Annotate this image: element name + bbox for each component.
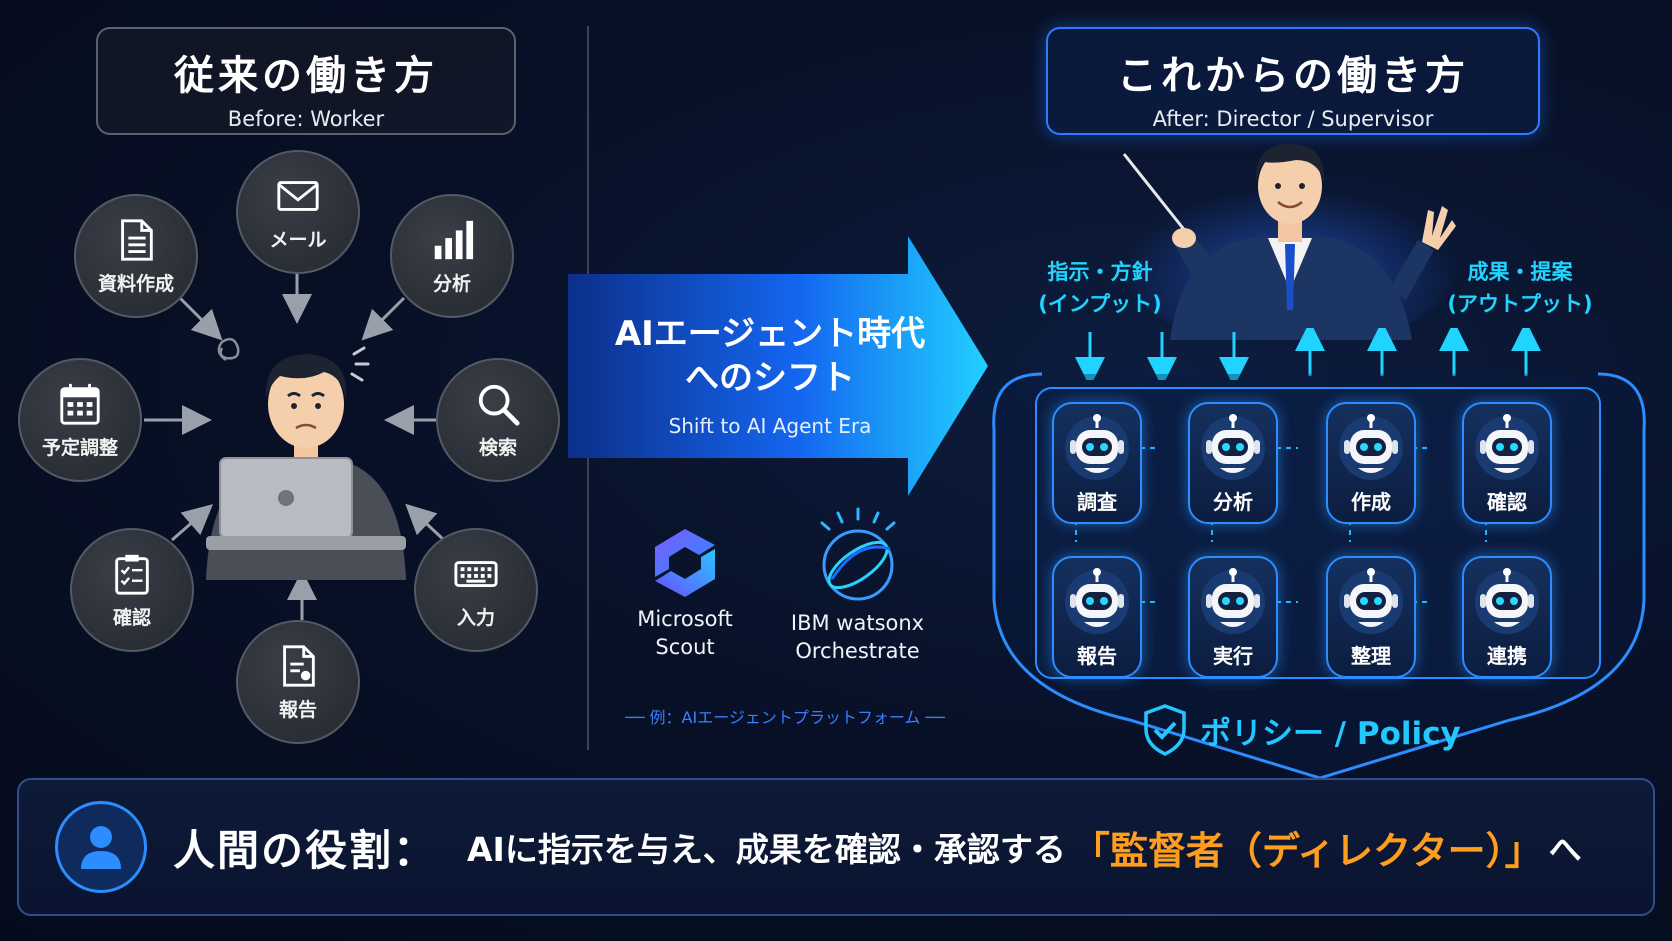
agent-coordinate: 連携 [1462, 556, 1552, 678]
input-label: 指示・方針 (インプット) [1020, 256, 1180, 320]
microsoft-scout-logo: Microsoft Scout [625, 525, 745, 661]
task-label: 報告 [278, 698, 317, 721]
director-illustration [1120, 144, 1460, 340]
agent-label: 確認 [1487, 490, 1527, 514]
task-arrows [144, 272, 446, 620]
task-document: 資料作成 [74, 194, 198, 318]
task-label: 確認 [112, 606, 151, 629]
calendar-icon [60, 383, 100, 425]
before-subtitle: Before: Worker [227, 107, 385, 131]
agent-execute: 実行 [1188, 556, 1278, 678]
envelope-icon [277, 180, 319, 211]
robot-icon [1065, 568, 1129, 634]
agent-label: 調査 [1077, 490, 1117, 514]
agent-analysis: 分析 [1188, 402, 1278, 524]
after-title: これからの働き方 [1117, 53, 1469, 99]
agent-label: 整理 [1351, 644, 1391, 668]
ibm-watsonx-logo: IBM watsonx Orchestrate [780, 505, 935, 665]
role-ending: へ [1548, 830, 1582, 869]
task-input: 入力 [414, 528, 538, 652]
robot-icon [1339, 568, 1403, 634]
task-label: 資料作成 [97, 272, 174, 295]
shift-text-block: AIエージェント時代 へのシフト Shift to AI Agent Era [600, 312, 940, 438]
task-label: 入力 [456, 606, 495, 629]
agent-organize: 整理 [1326, 556, 1416, 678]
task-label: 予定調整 [41, 436, 118, 459]
input-label-line1: 指示・方針 [1047, 260, 1153, 284]
agent-label: 連携 [1487, 644, 1527, 668]
robot-icon [1201, 568, 1265, 634]
ibm-name-line2: Orchestrate [795, 639, 920, 663]
output-label-line2: (アウトプット) [1447, 292, 1593, 316]
shift-title-line1: AIエージェント時代 [614, 314, 926, 354]
role-highlight: 「監督者（ディレクター）」 [1071, 828, 1543, 873]
document-icon [121, 218, 153, 261]
agent-verify: 確認 [1462, 402, 1552, 524]
policy-text: ポリシー / Policy [1200, 715, 1461, 752]
checklist-icon [115, 554, 149, 595]
shield-check-icon [1144, 704, 1186, 756]
platform-example-note: ── 例：AIエージェントプラットフォーム ── [625, 708, 945, 727]
report-icon [283, 644, 315, 687]
shift-title-line2: へのシフト [685, 358, 855, 398]
agent-research: 調査 [1052, 402, 1142, 524]
keyboard-icon [454, 560, 498, 587]
microsoft-name-line2: Scout [655, 635, 715, 659]
before-title: 従来の働き方 [174, 53, 438, 99]
agent-label: 分析 [1213, 490, 1253, 514]
bar-chart-icon [434, 220, 474, 259]
magnifier-icon [478, 384, 520, 426]
io-arrows [1075, 328, 1541, 380]
agent-label: 報告 [1077, 644, 1117, 668]
after-title-box: これからの働き方 After: Director / Supervisor [1046, 27, 1540, 135]
ibm-watson-globe-icon [820, 507, 895, 601]
task-check: 確認 [70, 528, 194, 652]
ibm-name-line1: IBM watsonx [790, 611, 925, 635]
robot-icon [1065, 414, 1129, 480]
task-label: 分析 [432, 272, 471, 295]
agent-label: 作成 [1351, 490, 1391, 514]
task-mail: メール [236, 150, 360, 274]
before-title-box: 従来の働き方 Before: Worker [96, 27, 516, 135]
agent-label: 実行 [1213, 644, 1253, 668]
stressed-worker-illustration [206, 337, 406, 580]
input-label-line2: (インプット) [1038, 292, 1162, 316]
output-label-line1: 成果・提案 [1467, 260, 1573, 284]
microsoft-scout-icon [655, 529, 715, 597]
robot-icon [1475, 414, 1539, 480]
after-subtitle: After: Director / Supervisor [1152, 107, 1434, 131]
output-label: 成果・提案 (アウトプット) [1440, 256, 1600, 320]
agent-report: 報告 [1052, 556, 1142, 678]
robot-icon [1201, 414, 1265, 480]
microsoft-name-line1: Microsoft [637, 607, 733, 631]
task-label: 検索 [478, 436, 517, 459]
agent-create: 作成 [1326, 402, 1416, 524]
shift-subtitle: Shift to AI Agent Era [668, 414, 872, 438]
person-icon [55, 801, 147, 893]
role-heading: 人間の役割： [173, 825, 438, 875]
role-banner: 人間の役割： AIに指示を与え、成果を確認・承認する 「監督者（ディレクター）」… [17, 778, 1655, 916]
policy-label: ポリシー / Policy [1142, 700, 1461, 760]
task-report: 報告 [236, 620, 360, 744]
shift-arrow [568, 236, 988, 496]
role-description: AIに指示を与え、成果を確認・承認する [467, 830, 1066, 869]
robot-icon [1339, 414, 1403, 480]
task-label: メール [269, 228, 327, 251]
task-schedule: 予定調整 [18, 358, 142, 482]
task-search: 検索 [436, 358, 560, 482]
task-analysis: 分析 [390, 194, 514, 318]
robot-icon [1475, 568, 1539, 634]
